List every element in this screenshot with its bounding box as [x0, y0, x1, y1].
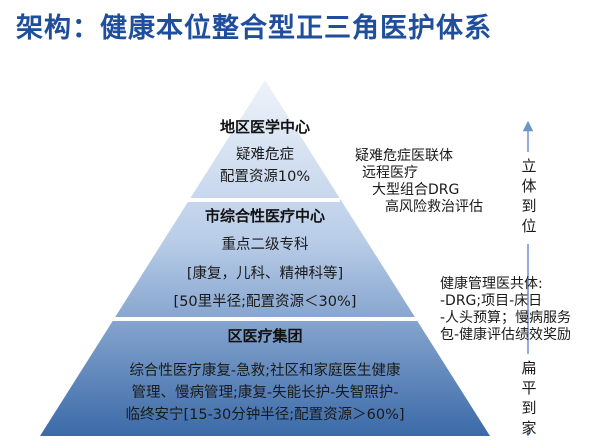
side-note-line: 健康管理医共体: — [440, 276, 543, 292]
tier-title-city-center: 市综合性医疗中心 — [204, 207, 325, 225]
tier-text-line: 配置资源10% — [219, 169, 311, 185]
tier-text-line: 疑难危症 — [236, 147, 294, 163]
side-note-line: -DRG;项目-床日 — [440, 293, 543, 309]
axis-label-mask-bottom — [518, 354, 540, 430]
tier-text-line: 临终安宁[15-30分钟半径;配置资源＞60%] — [125, 407, 405, 423]
axis-label-top: 立体到位 — [521, 157, 537, 235]
side-note-line: 疑难危症医联体 — [355, 148, 453, 164]
side-note-line: 远程医疗 — [362, 165, 418, 181]
side-note-line: 高风险救治评估 — [385, 199, 483, 215]
tier-text-line: [50里半径;配置资源＜30%] — [173, 294, 357, 310]
tier-title-district-group: 区医疗集团 — [227, 327, 303, 345]
axis-label-mask-top — [518, 152, 540, 244]
page-title: 架构：健康本位整合型正三角医护体系 — [16, 13, 492, 44]
side-note-line: 包-健康评估绩效奖励 — [440, 327, 572, 343]
tier-text-line: 重点二级专科 — [221, 237, 309, 253]
pyramid-shape — [40, 80, 490, 436]
tier-text-line: 综合性医疗康复-急救;社区和家庭医生健康 — [129, 363, 401, 379]
side-note-line: 大型组合DRG — [372, 182, 460, 198]
tier-title-regional-center: 地区医学中心 — [219, 118, 310, 136]
axis-label-bottom: 扁平到家 — [521, 359, 537, 437]
tier-text-line: 管理、慢病管理;康复-失能长护-失智照护- — [131, 385, 399, 401]
tier-text-line: [康复，儿科、精神科等] — [186, 266, 344, 282]
side-note-line: -人头预算；慢病服务 — [440, 310, 572, 326]
